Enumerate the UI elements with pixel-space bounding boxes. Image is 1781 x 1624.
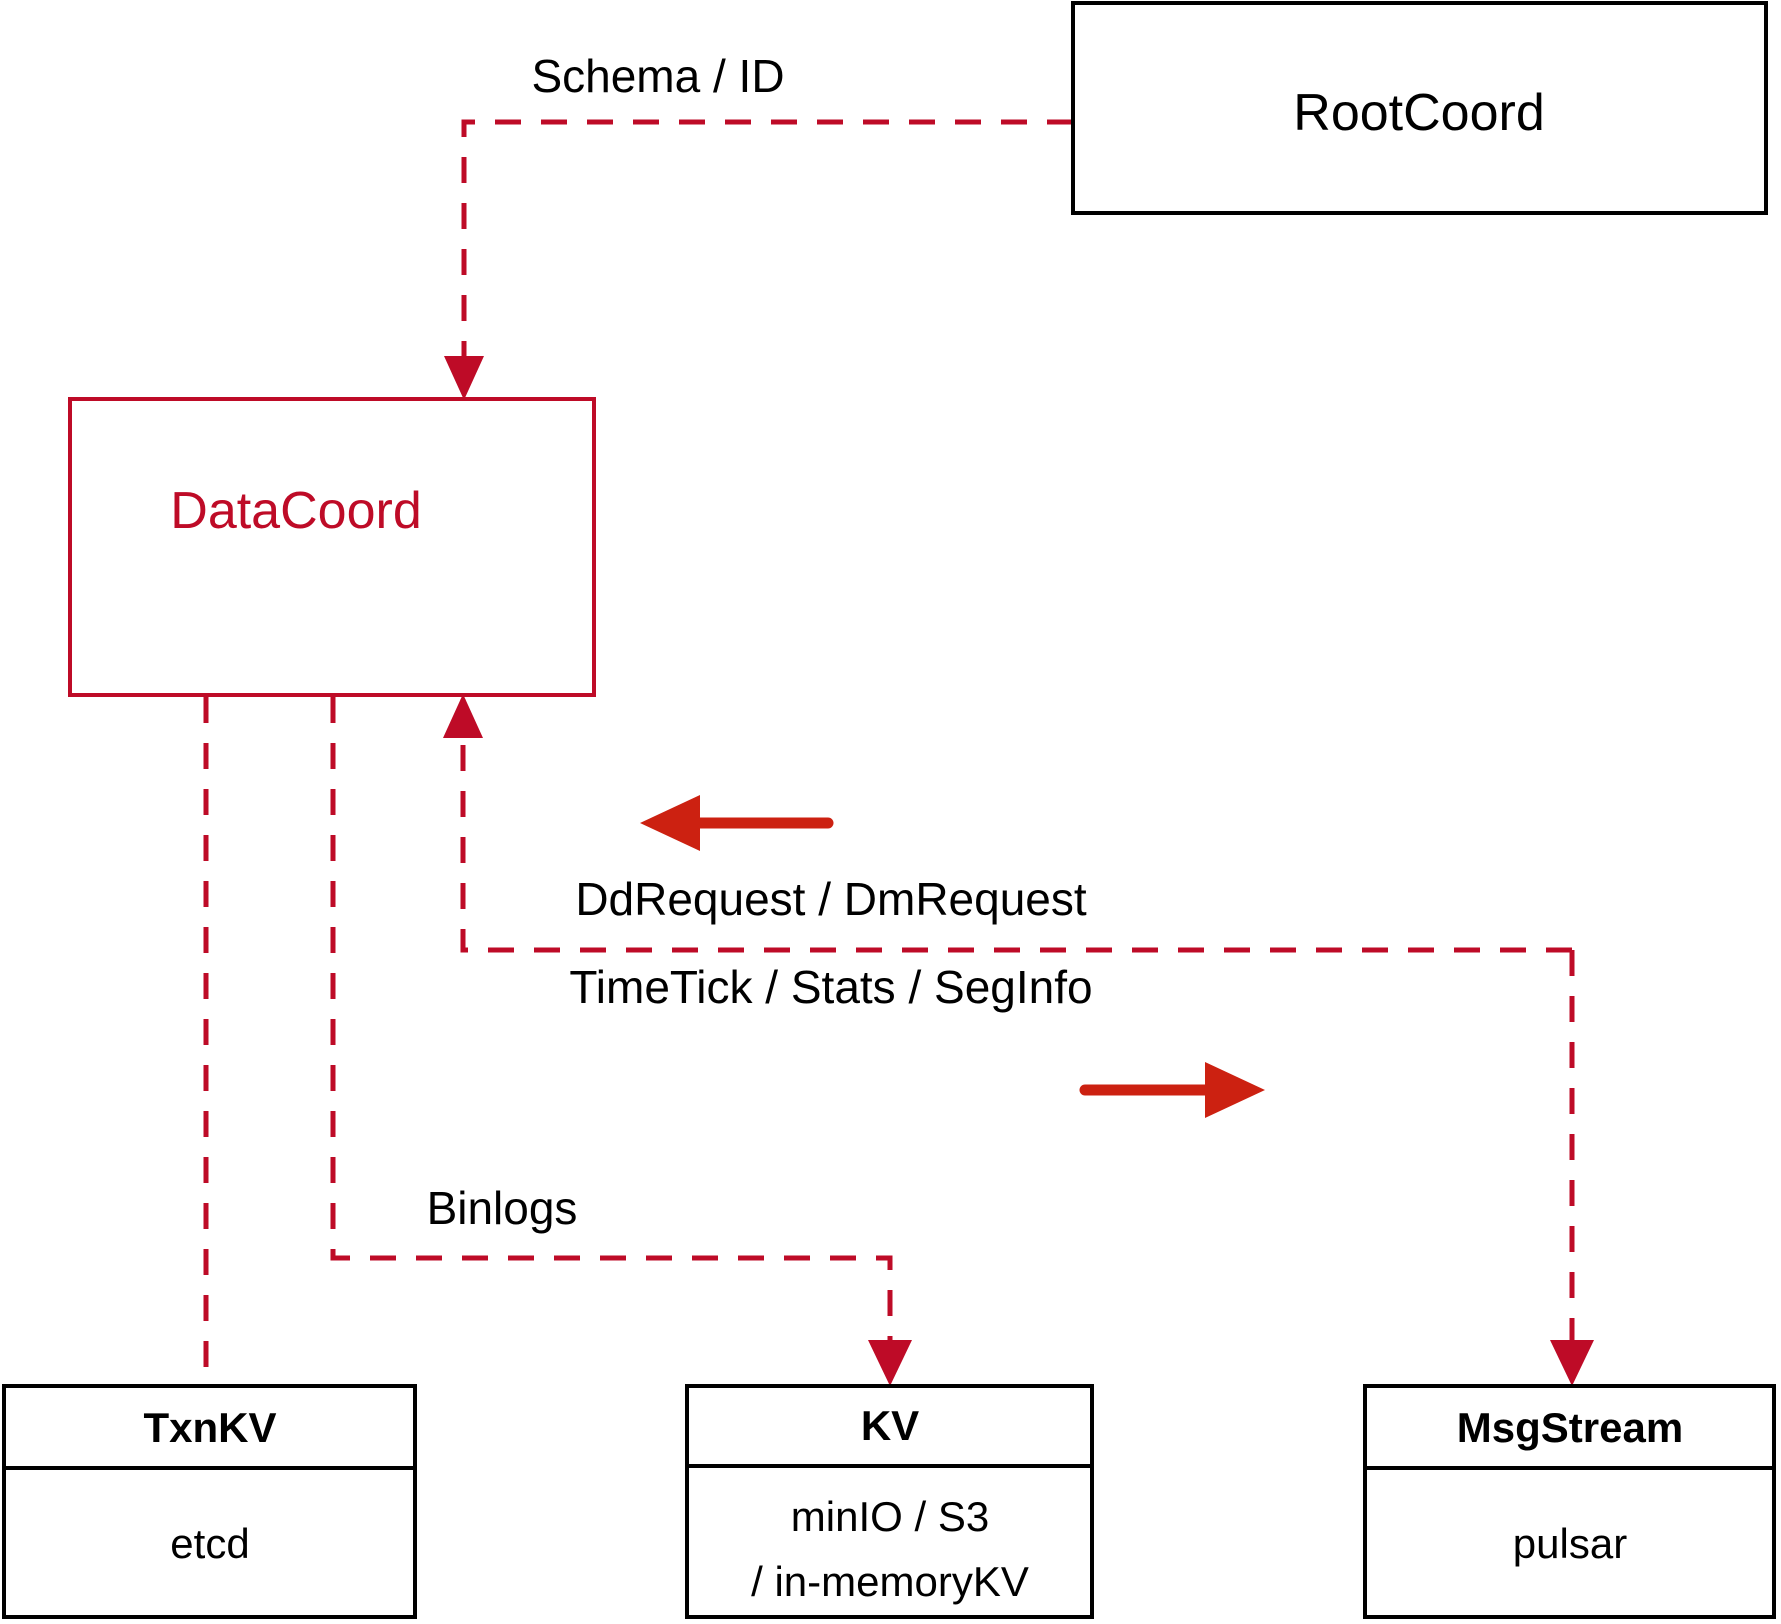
- node-kv-body-line2: / in-memoryKV: [751, 1558, 1029, 1605]
- node-datacoord-label: DataCoord: [170, 482, 421, 540]
- node-txnkv-box[interactable]: [2, 1384, 417, 1619]
- edge-request-to-datacoord-path: [460, 690, 1572, 953]
- edge-label-timetick-stats-seginfo: TimeTick / Stats / SegInfo: [569, 961, 1092, 1013]
- direction-arrow-right-head: [1205, 1062, 1265, 1118]
- node-kv-header: KV: [861, 1402, 919, 1449]
- node-rootcoord-box[interactable]: [1071, 1, 1768, 215]
- node-rootcoord[interactable]: RootCoord: [1071, 1, 1768, 215]
- direction-arrow-left: [640, 795, 834, 851]
- edge-label-binlogs: Binlogs: [427, 1182, 578, 1234]
- node-msgstream-body: pulsar: [1513, 1520, 1627, 1567]
- edge-schema-id-arrowhead: [444, 356, 484, 400]
- node-msgstream[interactable]: MsgStream pulsar: [1363, 1384, 1776, 1619]
- direction-arrow-left-head: [640, 795, 700, 851]
- direction-arrow-right: [1079, 1062, 1265, 1118]
- edge-datacoord-to-kv-path: [330, 697, 893, 1350]
- node-datacoord-box[interactable]: [68, 397, 596, 697]
- node-kv-box[interactable]: [685, 1384, 1094, 1619]
- node-txnkv[interactable]: TxnKV etcd: [2, 1384, 417, 1619]
- node-kv[interactable]: KV minIO / S3 / in-memoryKV: [685, 1384, 1094, 1619]
- edge-request-to-datacoord: [443, 690, 1572, 953]
- node-datacoord[interactable]: DataCoord: [68, 397, 596, 697]
- node-rootcoord-label: RootCoord: [1293, 84, 1544, 142]
- node-kv-body-line1: minIO / S3: [791, 1493, 989, 1540]
- edge-label-schema-id: Schema / ID: [531, 50, 784, 102]
- edge-label-ddrequest-dmrequest: DdRequest / DmRequest: [575, 873, 1087, 925]
- edge-request-to-datacoord-arrowhead: [443, 694, 483, 738]
- node-txnkv-header: TxnKV: [143, 1404, 276, 1451]
- edge-timetick-to-msgstream-arrowhead: [1550, 1340, 1594, 1386]
- edge-datacoord-to-kv: [330, 697, 912, 1386]
- edge-schema-id: [444, 119, 1073, 400]
- node-msgstream-header: MsgStream: [1457, 1404, 1683, 1451]
- edge-datacoord-to-kv-arrowhead: [868, 1340, 912, 1386]
- node-msgstream-box[interactable]: [1363, 1384, 1776, 1619]
- edge-timetick-to-msgstream: [1550, 950, 1594, 1386]
- node-txnkv-body: etcd: [170, 1520, 249, 1567]
- edge-schema-id-path: [461, 119, 1073, 365]
